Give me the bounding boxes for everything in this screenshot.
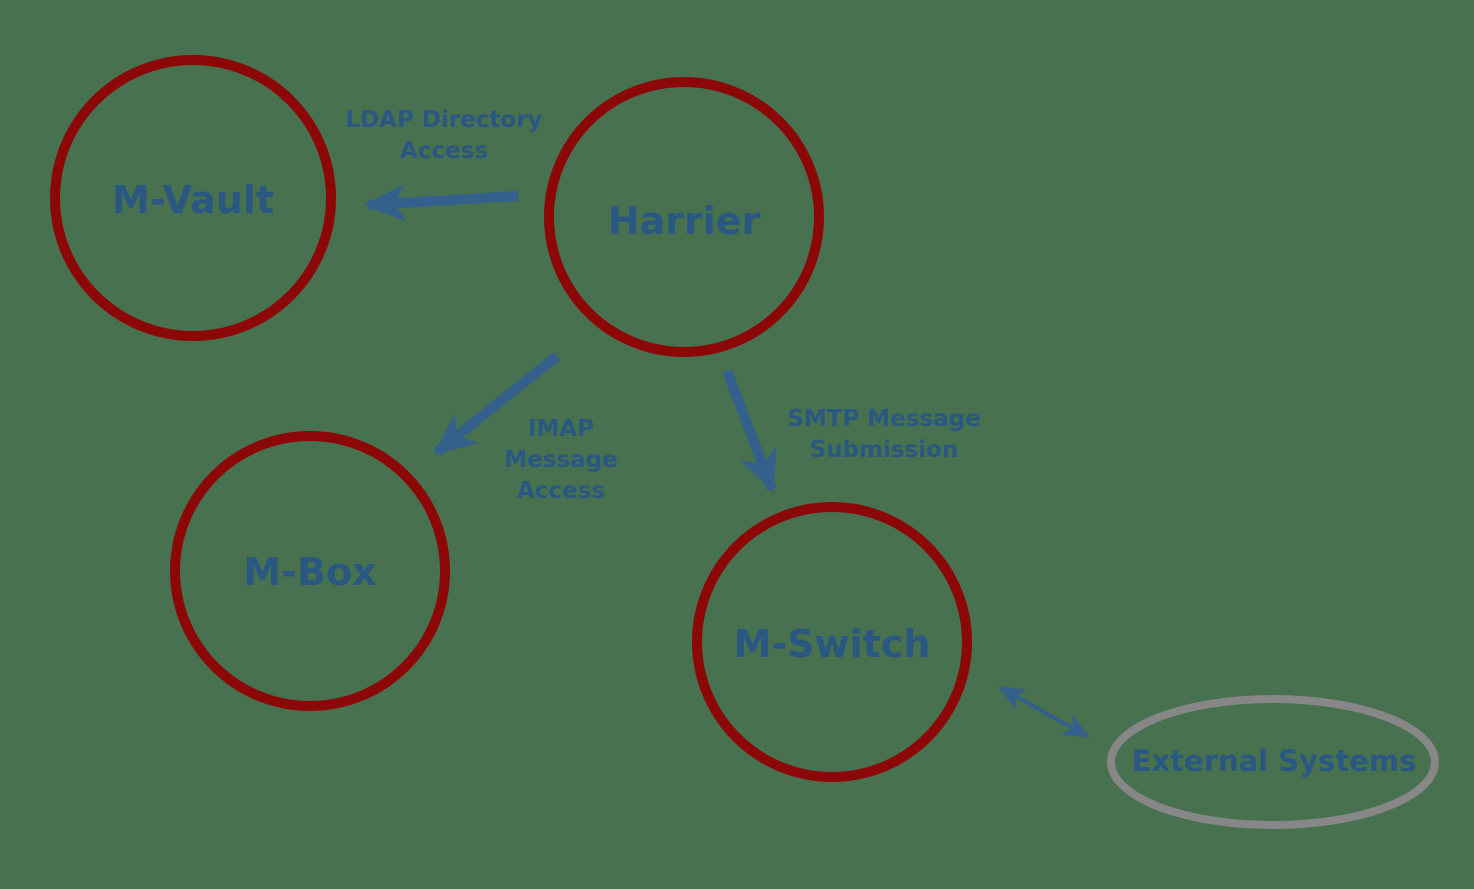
m-box-label: M-Box xyxy=(243,550,377,594)
ldap-arrow xyxy=(363,183,519,222)
m-vault-label: M-Vault xyxy=(111,178,275,222)
m-switch-label: M-Switch xyxy=(733,622,931,666)
external-bidirectional-arrow xyxy=(998,686,1090,738)
ldap-edge-label: LDAP Directory Access xyxy=(345,107,543,164)
imap-arrow xyxy=(433,352,561,456)
harrier-node-circle xyxy=(544,77,824,357)
smtp-arrow xyxy=(722,369,777,493)
imap-edge-label: IMAP Message Access xyxy=(504,416,618,504)
m-vault-node-circle xyxy=(50,55,336,341)
external-systems-label: External Systems xyxy=(1131,744,1417,778)
m-switch-node-circle xyxy=(692,502,972,782)
m-box-node-circle xyxy=(170,431,450,711)
smtp-edge-label: SMTP Message Submission xyxy=(787,406,981,463)
harrier-label: Harrier xyxy=(607,199,761,243)
external-systems-ellipse xyxy=(1107,695,1439,829)
